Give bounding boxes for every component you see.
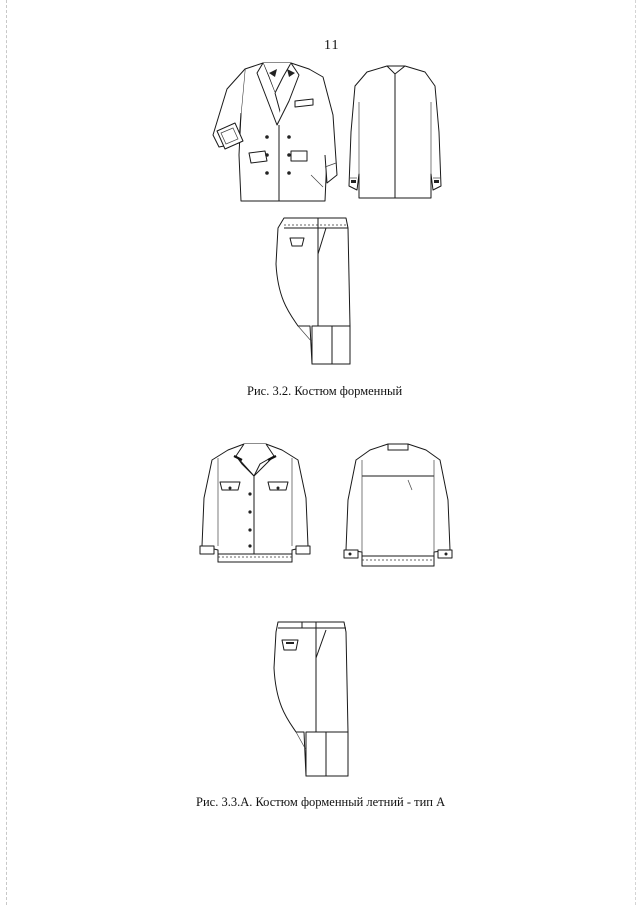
- scan-edge-left: [6, 0, 7, 905]
- figure-3-2-jacket-back: [345, 62, 445, 202]
- figure-3-3a-trousers: [268, 618, 368, 782]
- figure-3-3a-shirt-back: [342, 440, 454, 572]
- figure-3-3a-shirt-front: [198, 438, 312, 570]
- figure-caption-3-2: Рис. 3.2. Костюм форменный: [247, 384, 403, 398]
- figure-3-2-jacket-front: [205, 55, 340, 205]
- page-number: 11: [324, 38, 340, 53]
- scan-edge-right: [635, 0, 636, 905]
- figure-3-2-trousers: [268, 214, 368, 370]
- figure-caption-3-3a: Рис. 3.3.А. Костюм форменный летний - ти…: [196, 795, 446, 809]
